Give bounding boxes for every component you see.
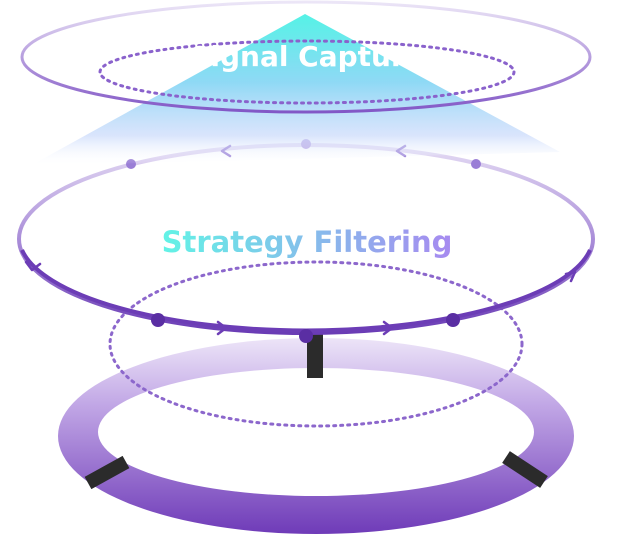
top-ring	[20, 0, 592, 114]
ring-marker	[84, 455, 130, 490]
chevron-up-icon	[564, 270, 577, 283]
node-dot-icon	[446, 313, 460, 327]
signal-beam	[30, 14, 560, 166]
connector-post	[307, 334, 323, 378]
node-dot-icon	[471, 159, 481, 169]
top-layer: Signal Capture	[20, 0, 592, 114]
layer-label-top: Signal Capture	[190, 40, 424, 73]
chevron-right-icon	[382, 320, 394, 336]
dotted-projection-ring	[108, 260, 524, 428]
chevron-right-icon	[216, 320, 228, 336]
node-dot-icon	[299, 329, 313, 343]
layer-label-middle: Strategy Filtering	[162, 225, 453, 259]
top-dotted-ring	[98, 39, 516, 105]
node-dot-icon	[151, 313, 165, 327]
chevron-down-icon	[24, 260, 42, 272]
ring-marker	[502, 451, 548, 488]
